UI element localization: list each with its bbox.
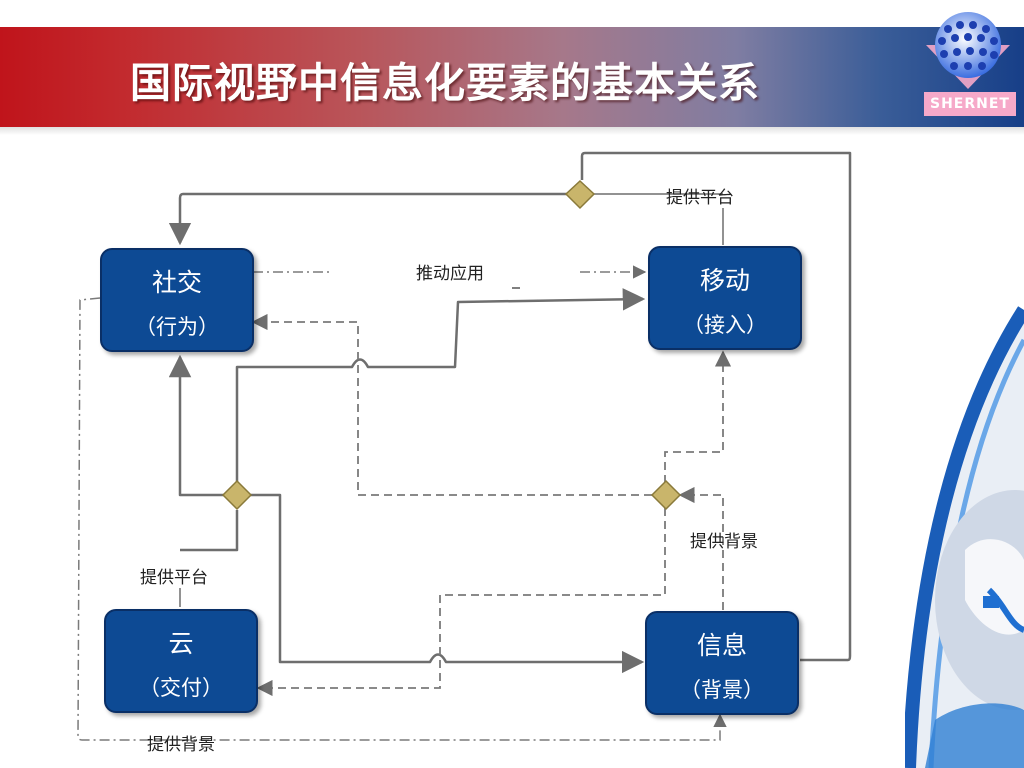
- label-push-apps: 推动应用: [416, 264, 484, 284]
- title-banner: [0, 27, 1024, 127]
- decorative-globe-swoosh: [905, 306, 1024, 768]
- label-provide-platform-top: 提供平台: [666, 188, 734, 208]
- node-info: 信息 （背景）: [645, 611, 799, 715]
- node-mobile-sub: （接入）: [683, 313, 767, 337]
- edge-top-diamond-to-social: [168, 192, 567, 246]
- banner-shadow: [0, 127, 1024, 135]
- node-info-sub: （背景）: [680, 678, 764, 702]
- label-provide-platform-left: 提供平台: [140, 568, 208, 588]
- node-social: 社交 （行为）: [100, 248, 254, 352]
- logo-text: SHERNET: [924, 92, 1016, 116]
- node-cloud-name: 云: [168, 629, 194, 658]
- edge-right-diamond-to-mobile: [664, 350, 732, 483]
- node-mobile: 移动 （接入）: [648, 246, 802, 350]
- label-provide-context-bottom: 提供背景: [147, 735, 215, 755]
- edge-cloud-to-diamond: [180, 510, 239, 552]
- edge-info-to-social-loop: [580, 151, 852, 662]
- edge-social-to-info-bottom: [77, 297, 727, 741]
- diamond-top: [564, 179, 596, 210]
- diamond-left: [221, 479, 253, 511]
- edge-info-to-right-diamond: [678, 486, 724, 610]
- diamond-right: [650, 479, 682, 511]
- node-info-name: 信息: [696, 631, 747, 660]
- edge-diamond-to-social: [168, 354, 224, 497]
- label-provide-context-right: 提供背景: [690, 532, 758, 552]
- node-social-name: 社交: [151, 268, 202, 297]
- shernet-logo-icon: [926, 12, 1010, 89]
- node-social-sub: （行为）: [135, 315, 219, 339]
- edge-diamond-to-mobile: [235, 288, 646, 482]
- edge-right-diamond-to-social: [251, 313, 652, 496]
- edge-diamond-to-info: [250, 493, 645, 674]
- node-cloud-sub: （交付）: [139, 676, 223, 700]
- node-cloud: 云 （交付）: [104, 609, 258, 713]
- edge-right-diamond-to-cloud: [256, 508, 666, 697]
- node-mobile-name: 移动: [699, 266, 750, 295]
- slide-title: 国际视野中信息化要素的基本关系: [130, 59, 760, 107]
